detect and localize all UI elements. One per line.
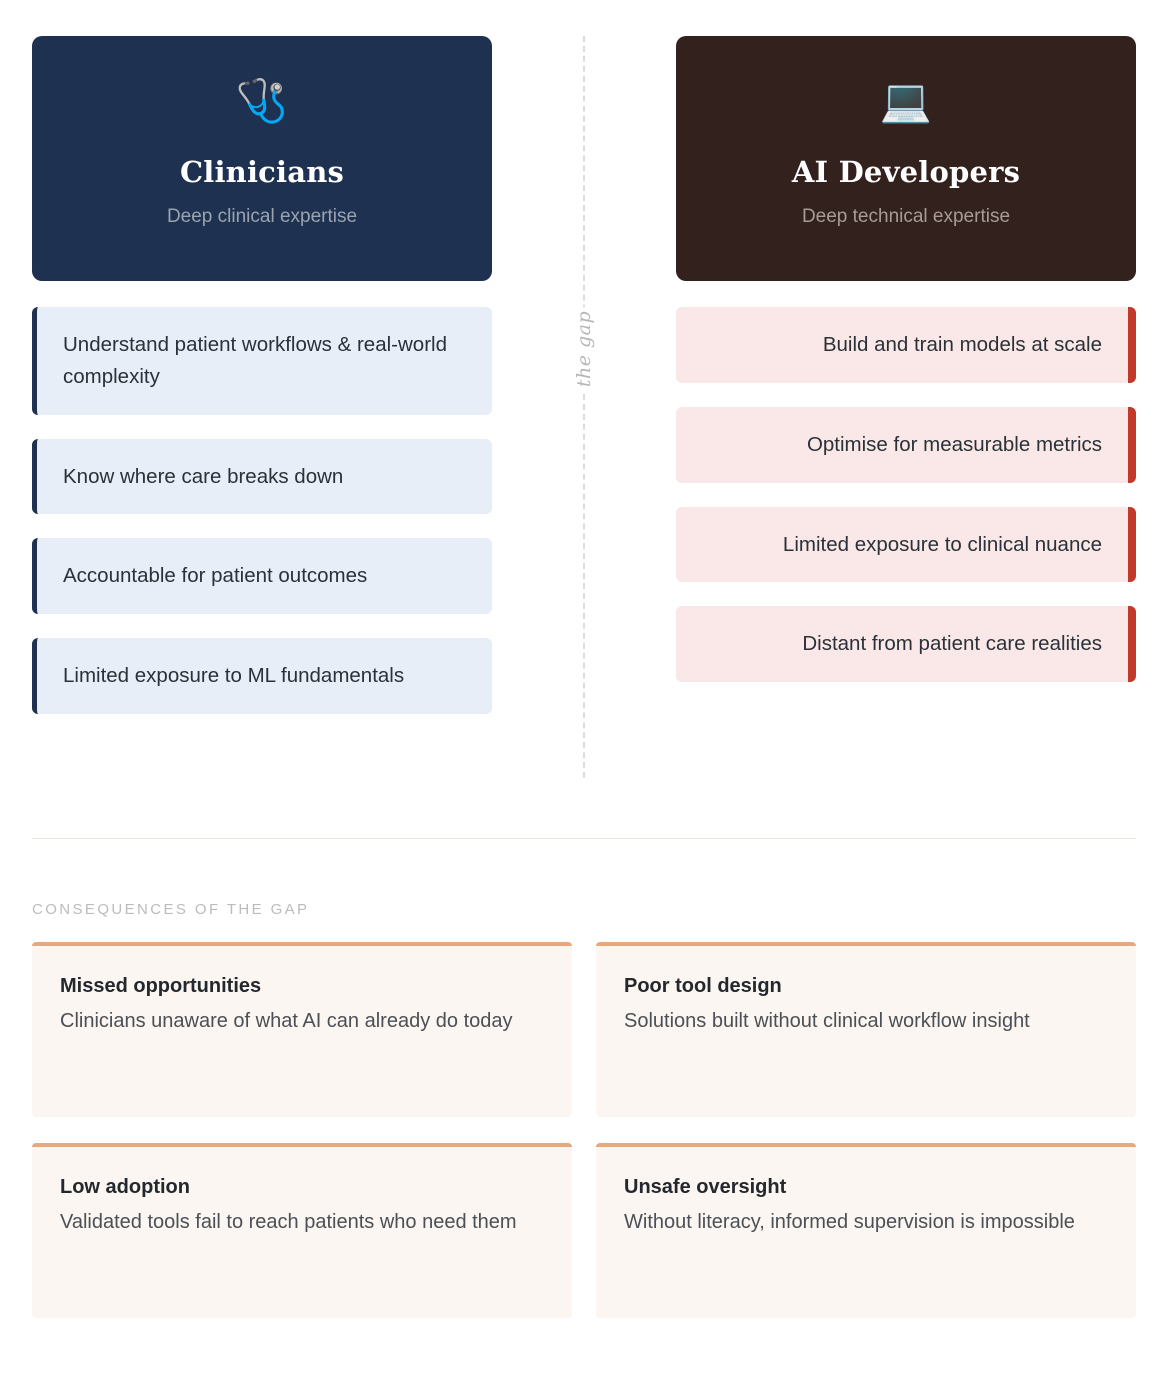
consequence-title: Low adoption bbox=[60, 1176, 190, 1198]
consequence-card: Missed opportunities Clinicians unaware … bbox=[32, 942, 572, 1117]
ai-developers-title: AI Developers bbox=[791, 155, 1021, 189]
trait-item: Limited exposure to clinical nuance bbox=[676, 506, 1136, 583]
consequence-body: Without literacy, informed supervision i… bbox=[624, 1211, 1075, 1233]
trait-item: Accountable for patient outcomes bbox=[32, 538, 492, 615]
clinicians-title: Clinicians bbox=[179, 155, 345, 189]
consequence-title: Missed opportunities bbox=[60, 975, 262, 997]
clinicians-subtitle: Deep clinical expertise bbox=[166, 206, 358, 228]
trait-item: Limited exposure to ML fundamentals bbox=[32, 638, 492, 714]
stethoscope-icon: 🩺 bbox=[235, 77, 289, 124]
clinicians-header-card: 🩺 Clinicians Deep clinical expertise bbox=[32, 36, 492, 281]
trait-item: Build and train models at scale bbox=[676, 307, 1136, 383]
clinicians-trait-list: Understand patient workflows & real-worl… bbox=[32, 307, 492, 714]
consequence-body: Validated tools fail to reach patients w… bbox=[60, 1211, 517, 1233]
consequence-title: Unsafe oversight bbox=[624, 1176, 787, 1198]
gap-divider: the gap bbox=[492, 36, 676, 778]
consequence-card: Unsafe oversight Without literacy, infor… bbox=[596, 1143, 1136, 1318]
consequence-body: Solutions built without clinical workflo… bbox=[624, 1010, 1030, 1032]
trait-item: Know where care breaks down bbox=[32, 438, 492, 515]
gap-label: the gap bbox=[567, 306, 601, 392]
trait-item: Distant from patient care realities bbox=[676, 606, 1136, 683]
consequence-card: Low adoption Validated tools fail to rea… bbox=[32, 1143, 572, 1318]
consequence-card: Poor tool design Solutions built without… bbox=[596, 942, 1136, 1117]
consequences-label: CONSEQUENCES OF THE GAP bbox=[32, 901, 310, 918]
consequence-title: Poor tool design bbox=[624, 975, 782, 997]
ai-developers-column: 💻 AI Developers Deep technical expertise… bbox=[676, 36, 1136, 706]
clinicians-column: 🩺 Clinicians Deep clinical expertise Und… bbox=[32, 36, 492, 738]
laptop-icon: 💻 bbox=[879, 77, 933, 124]
trait-item: Optimise for measurable metrics bbox=[676, 406, 1136, 483]
consequences-section: CONSEQUENCES OF THE GAP Missed opportuni… bbox=[0, 901, 1168, 1318]
ai-developers-subtitle: Deep technical expertise bbox=[801, 206, 1011, 228]
consequences-grid: Missed opportunities Clinicians unaware … bbox=[32, 942, 1136, 1318]
consequence-body: Clinicians unaware of what AI can alread… bbox=[60, 1010, 513, 1032]
ai-developers-header-card: 💻 AI Developers Deep technical expertise bbox=[676, 36, 1136, 281]
ai-developers-trait-list: Build and train models at scale Optimise… bbox=[676, 307, 1136, 683]
comparison-section: 🩺 Clinicians Deep clinical expertise Und… bbox=[32, 36, 1136, 778]
section-separator bbox=[32, 838, 1136, 839]
dashed-line bbox=[583, 36, 585, 778]
trait-item: Understand patient workflows & real-worl… bbox=[32, 307, 492, 415]
